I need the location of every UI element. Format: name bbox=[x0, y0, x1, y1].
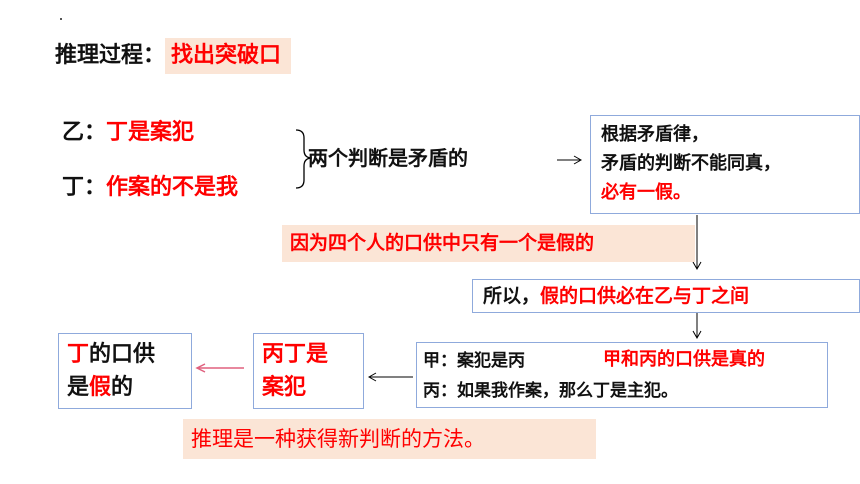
contradiction-label: 两个判断是矛盾的 bbox=[308, 146, 468, 170]
rule-line-2: 矛盾的判断不能同真， bbox=[601, 153, 781, 174]
jia-text: 案犯是丙 bbox=[457, 351, 525, 371]
rule-line-1: 根据矛盾律， bbox=[601, 124, 709, 145]
statement-ding: 丁：作案的不是我 bbox=[62, 170, 238, 206]
culprit-line-1: 丙丁是 bbox=[262, 342, 329, 367]
corner-dot bbox=[60, 18, 62, 20]
arrowhead-rule-box bbox=[573, 155, 583, 165]
final-line-2-prefix: 是 bbox=[67, 375, 90, 400]
culprit-line-2: 案犯 bbox=[262, 375, 307, 400]
arrowhead-final-box bbox=[195, 363, 206, 373]
jia-line: 甲：案犯是丙 bbox=[423, 347, 525, 375]
final-false-char: 假 bbox=[89, 375, 112, 400]
bing-line: 丙：如果我作案，那么丁是主犯。 bbox=[423, 377, 678, 405]
conclusion-highlight: 假的口供必在乙与丁之间 bbox=[540, 285, 750, 307]
arrowhead-jia-bing-box bbox=[692, 330, 702, 340]
conclusion-box: 所以，假的口供必在乙与丁之间 bbox=[472, 279, 860, 313]
final-line-2-suffix: 的 bbox=[111, 375, 134, 400]
final-ding-char: 丁 bbox=[67, 342, 90, 367]
claim-ding: 作案的不是我 bbox=[106, 175, 239, 200]
final-line-1-rest: 的口供 bbox=[89, 342, 156, 367]
curly-brace bbox=[295, 129, 313, 189]
page-title: 推理过程：找出突破口 bbox=[55, 38, 292, 74]
bing-speaker: 丙： bbox=[423, 381, 457, 401]
premise-note: 因为四个人的口供中只有一个是假的 bbox=[282, 225, 695, 262]
rule-box: 根据矛盾律， 矛盾的判断不能同真， 必有一假。 bbox=[590, 115, 860, 214]
jia-speaker: 甲： bbox=[423, 351, 457, 371]
culprit-box: 丙丁是 案犯 bbox=[253, 333, 364, 409]
arrowhead-culprit-box bbox=[367, 372, 377, 382]
jia-bing-box: 甲：案犯是丙 甲和丙的口供是真的 丙：如果我作案，那么丁是主犯。 bbox=[416, 342, 828, 408]
conclusion-prefix: 所以， bbox=[483, 285, 541, 307]
statement-yi: 乙：丁是案犯 bbox=[62, 115, 194, 151]
rule-line-3: 必有一假。 bbox=[601, 182, 691, 203]
title-prefix: 推理过程： bbox=[55, 43, 166, 68]
final-line-1: 丁的口供 bbox=[67, 338, 191, 371]
final-box: 丁的口供 是假的 bbox=[58, 333, 192, 409]
footer-note: 推理是一种获得新判断的方法。 bbox=[183, 419, 596, 459]
speaker-ding: 丁： bbox=[62, 175, 107, 200]
title-highlight: 找出突破口 bbox=[165, 38, 292, 74]
claim-yi: 丁是案犯 bbox=[106, 120, 195, 145]
arrowhead-conclusion bbox=[692, 261, 702, 271]
final-line-2: 是假的 bbox=[67, 371, 191, 404]
bing-text: 如果我作案，那么丁是主犯。 bbox=[457, 381, 678, 401]
jia-bing-note: 甲和丙的口供是真的 bbox=[603, 349, 765, 370]
speaker-yi: 乙： bbox=[62, 120, 107, 145]
